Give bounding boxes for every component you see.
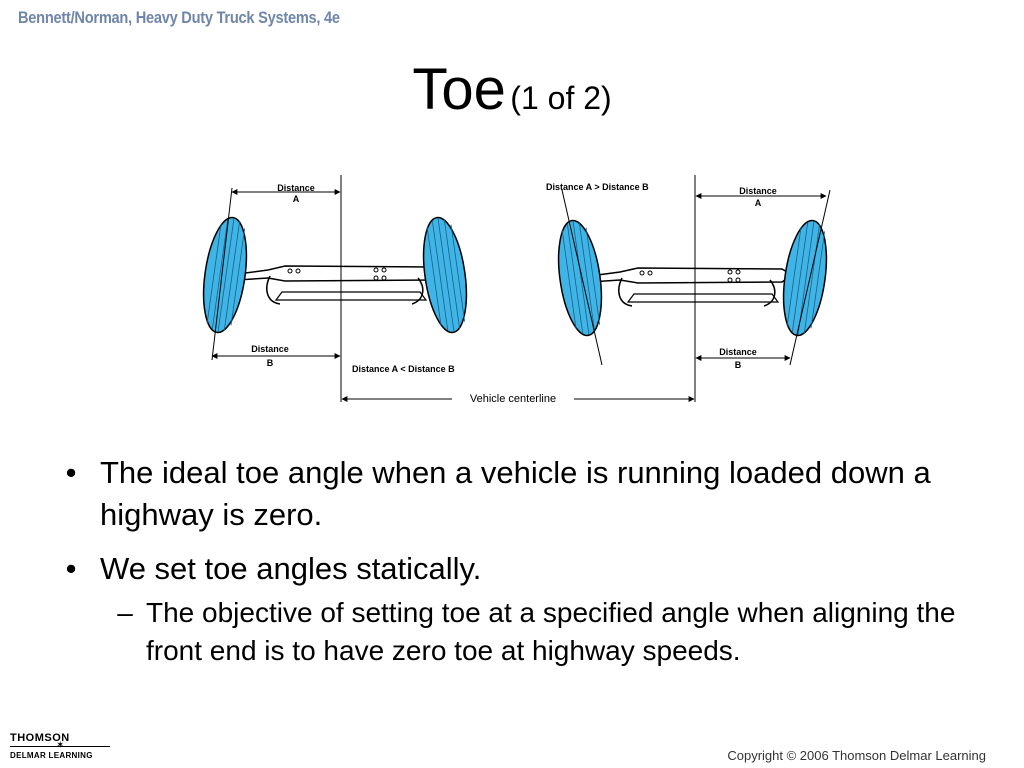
left-distance-a-letter: A [293,194,300,204]
logo-star-icon: ✶ [56,740,65,751]
right-distance-b-letter: B [735,360,742,370]
left-assembly-right-tire [422,216,468,334]
right-assembly-left-tire [557,219,603,337]
sub-bullet-item: – The objective of setting toe at a spec… [56,594,976,670]
left-caption: Distance A < Distance B [352,364,455,374]
left-distance-a-label: Distance [277,183,315,193]
publisher-logo: THOMSON ✶ DELMAR LEARNING [10,732,120,764]
right-distance-a-letter: A [755,198,762,208]
copyright-notice: Copyright © 2006 Thomson Delmar Learning [727,748,986,763]
bullet-list: • The ideal toe angle when a vehicle is … [56,452,976,670]
bullet-marker: • [65,551,77,586]
sub-bullet-marker: – [117,597,133,628]
slide-title-main: Toe [412,57,506,122]
bullet-text: The ideal toe angle when a vehicle is ru… [100,455,931,532]
right-axle-assembly [589,267,794,307]
logo-divider [10,746,110,747]
left-distance-b-label: Distance [251,344,289,354]
logo-bottom-text: DELMAR LEARNING [10,751,93,760]
right-distance-b-label: Distance [719,347,757,357]
left-assembly-left-tire [202,216,248,334]
bullet-item: • The ideal toe angle when a vehicle is … [56,452,976,536]
right-distance-a-label: Distance [739,186,777,196]
right-caption: Distance A > Distance B [546,182,649,192]
bullet-marker: • [65,455,77,490]
slide-title: Toe (1 of 2) [0,56,1024,123]
centerline-label: Vehicle centerline [470,393,556,405]
book-title-banner: Bennett/Norman, Heavy Duty Truck Systems… [18,8,340,27]
logo-top-text: THOMSON [10,732,70,744]
left-axle-assembly [237,265,442,305]
bullet-text: We set toe angles statically. [100,551,482,586]
right-assembly-right-tire [782,219,828,337]
left-distance-b-letter: B [267,358,274,368]
sub-bullet-text: The objective of setting toe at a specif… [146,597,956,666]
slide-title-sub: (1 of 2) [510,80,612,116]
toe-diagram: Distance A Distance B Distance A < Dista… [202,175,831,405]
bullet-item: • We set toe angles statically. [56,548,976,590]
